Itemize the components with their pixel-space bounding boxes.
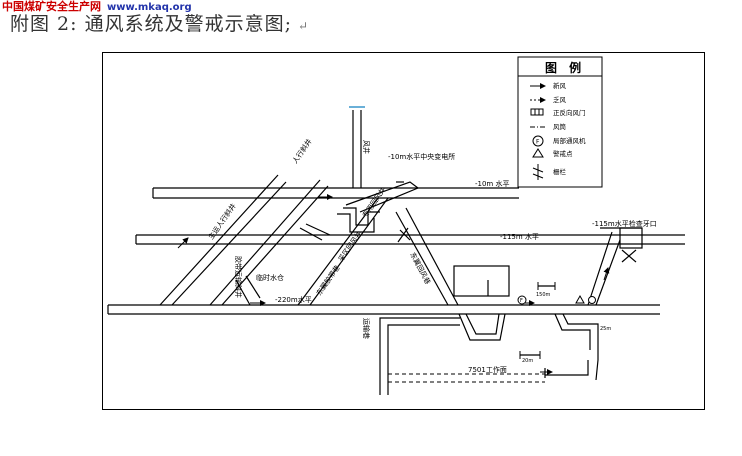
- diagram-frame: [102, 52, 705, 410]
- svg-text:F: F: [520, 298, 523, 304]
- return-shaft-incline: [395, 207, 459, 306]
- aux-incline-shaft: [209, 179, 329, 306]
- air-door-gate: [621, 249, 637, 263]
- substation-branch: [345, 110, 420, 213]
- roadway-level-115: [135, 234, 685, 245]
- local-fan-map-icon: F: [517, 295, 527, 305]
- main-incline-shaft: [159, 174, 287, 306]
- legend-item-fresh-air: 新风: [553, 81, 567, 90]
- label-c2: 20m: [522, 358, 533, 364]
- roadway-level-220: [107, 304, 660, 315]
- local-fan-symbol-icon: F: [532, 135, 544, 147]
- fresh-air-arrows: [177, 194, 610, 375]
- label-shaft-ventilation: 风井: [362, 140, 371, 154]
- east-returnway: [453, 265, 510, 341]
- label-temp-storage: 临时水仓: [256, 273, 284, 282]
- watermark-site-name: 中国煤矿安全生产网: [2, 0, 101, 13]
- legend-box: 图 例 新风 乏风 正反向风门 风筒 F 局部通风机 警戒点 栅栏: [517, 56, 603, 188]
- return-mark: ↵: [297, 19, 310, 33]
- svg-text:F: F: [536, 139, 540, 146]
- label-central-return: 采区回风井: [336, 229, 363, 263]
- gate-road: [587, 227, 643, 306]
- working-face-dashed: [388, 373, 545, 383]
- site-watermark: 中国煤矿安全生产网 www.mkaq.org: [2, 0, 192, 14]
- label-substation: -10m水平中央变电所: [388, 152, 455, 161]
- label-level-220: -220m水平: [275, 295, 312, 304]
- document-title: 附图 2: 通风系统及警戒示意图; ↵: [10, 9, 309, 36]
- label-eastwing-belt: 东翼胶带巷: [314, 263, 341, 297]
- title-text: 附图 2: 通风系统及警戒示意图;: [10, 13, 292, 35]
- label-level-115: -115m 水平: [500, 232, 539, 241]
- warning-triangle-map: [575, 294, 596, 304]
- label-level-115-gate: -115m水平检查牙口: [592, 219, 657, 228]
- legend-title: 图 例: [545, 60, 585, 75]
- label-main-incline: 人行斜井: [290, 137, 313, 165]
- label-c1: 150m: [536, 292, 551, 298]
- label-belt-incline: 胶带运输斜井: [234, 256, 243, 298]
- belt-incline: [297, 197, 389, 306]
- barrier-symbol-icon: [532, 164, 544, 180]
- label-c3: 25m: [600, 326, 611, 332]
- belt-lane-south: [379, 317, 460, 395]
- substation-loop: [337, 207, 380, 233]
- roadway-level-10: [152, 187, 519, 199]
- legend-item-return-air: 乏风: [553, 95, 567, 104]
- label-level-10: -10m 水平: [475, 179, 509, 188]
- legend-item-barrier: 栅栏: [553, 167, 567, 176]
- label-working-face: 7501工作面: [468, 365, 507, 374]
- legend-item-local-fan: 局部通风机: [553, 136, 586, 145]
- connecting-branches: [235, 223, 331, 306]
- working-face-branch: [544, 313, 599, 381]
- legend-item-air-door: 正反向风门: [553, 108, 586, 117]
- legend-item-air-duct: 风筒: [553, 122, 567, 131]
- air-door-symbol-map: [397, 227, 411, 243]
- barrier-map-icon: [519, 282, 556, 359]
- watermark-url: www.mkaq.org: [107, 2, 192, 13]
- label-belt-lane: 运输巷: [362, 318, 371, 339]
- warning-triangle-icon: [532, 148, 544, 158]
- legend-item-warning: 警戒点: [553, 149, 573, 158]
- air-door-symbol-icon: [530, 108, 544, 116]
